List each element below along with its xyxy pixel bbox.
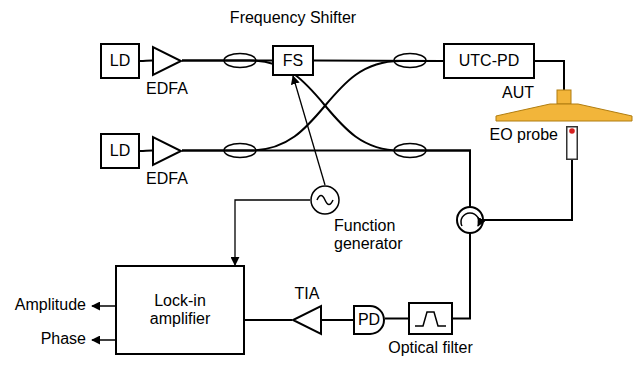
fiber-coupler <box>224 54 256 68</box>
node-outline <box>408 302 453 335</box>
tia-amplifier: TIA <box>292 305 322 335</box>
amplifier-triangle <box>153 47 181 75</box>
frequency-shifter: Frequency ShifterFS <box>272 45 314 76</box>
part-label: EO probe <box>490 126 558 144</box>
box-label: UTC-PD <box>459 52 519 70</box>
laser-diode: LD <box>100 133 140 169</box>
amplifier-triangle <box>153 137 181 165</box>
output-label: Phase <box>41 330 86 348</box>
bandpass-symbol <box>415 312 446 326</box>
signal-arrow <box>235 200 310 265</box>
optical-fiber <box>140 150 152 153</box>
edfa-amplifier: EDFA <box>152 136 182 166</box>
output-arrow <box>92 305 115 307</box>
fiber-coupler <box>394 54 426 68</box>
edfa-amplifier: EDFA <box>152 46 182 76</box>
node-outline <box>566 126 578 160</box>
part-label: AUT <box>502 84 534 102</box>
laser-diode: LD <box>100 43 140 79</box>
optical-fiber <box>182 151 572 221</box>
fiber-coupler <box>224 144 256 158</box>
output-label: Amplitude <box>15 296 86 314</box>
probe-body <box>567 127 578 160</box>
part-label: EDFA <box>146 170 188 188</box>
part-label: TIA <box>295 285 320 303</box>
optical-fiber <box>535 61 564 90</box>
utc-photodiode: UTC-PD <box>443 43 535 79</box>
antenna-feed <box>557 90 571 104</box>
node-outline <box>152 46 182 76</box>
box-label: Lock-in amplifier <box>130 292 230 329</box>
part-label: Function generator <box>334 217 414 254</box>
optical-fiber <box>322 319 353 321</box>
optical-fiber <box>453 160 572 319</box>
horn-antenna-body <box>496 104 632 121</box>
signal-arrow <box>293 76 325 185</box>
fiber-coupler <box>394 144 426 158</box>
function-generator: Function generator <box>310 185 340 215</box>
part-label: Frequency Shifter <box>230 9 356 27</box>
part-label: Optical filter <box>388 339 472 357</box>
optical-filter: Optical filter <box>408 302 453 335</box>
generator-circle <box>311 186 339 214</box>
node-outline <box>292 305 322 335</box>
lock-in-amplifier: Lock-in amplifier <box>115 265 245 355</box>
node-outline <box>310 185 340 215</box>
part-label: EDFA <box>146 80 188 98</box>
box-label: FS <box>283 51 303 69</box>
optical-fiber <box>140 60 152 63</box>
optical-fiber <box>245 319 292 321</box>
box-label: LD <box>110 142 130 160</box>
output-arrow <box>92 339 115 341</box>
horn-antenna: AUT <box>494 90 633 122</box>
probe-tip <box>569 128 575 134</box>
box-label: PD <box>358 311 380 329</box>
sine-wave <box>317 196 333 205</box>
amplifier-triangle <box>293 306 321 334</box>
box-label: LD <box>110 52 130 70</box>
optical-fiber <box>182 61 572 221</box>
eo-probe: EO probe <box>566 126 578 160</box>
photodiode-symbol <box>354 306 384 334</box>
optical-circulator <box>457 207 483 233</box>
node-outline <box>152 136 182 166</box>
optical-fiber <box>385 318 408 320</box>
photodiode: PD <box>353 305 385 335</box>
filter-box <box>409 303 452 334</box>
